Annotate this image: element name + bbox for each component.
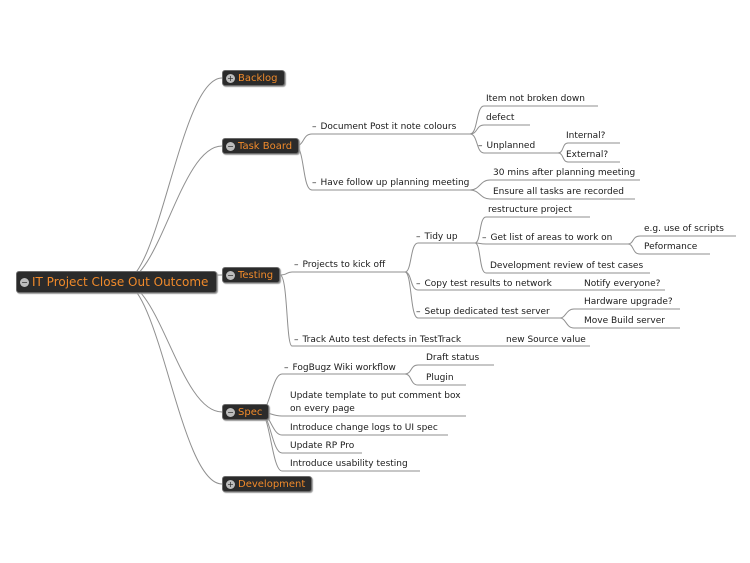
topic-unplanned[interactable]: –Unplanned	[478, 141, 536, 151]
topic-setup-server[interactable]: –Setup dedicated test server	[416, 307, 550, 317]
collapse-icon[interactable]: −	[226, 141, 235, 151]
topic-track-auto[interactable]: –Track Auto test defects in TestTrack	[294, 335, 462, 345]
root-node-label: IT Project Close Out Outcome	[32, 275, 209, 289]
collapse-icon[interactable]: −	[226, 270, 235, 280]
topic-new-source[interactable]: new Source value	[506, 335, 586, 345]
branch-backlog-label: Backlog	[238, 72, 278, 84]
topic-restructure[interactable]: restructure project	[488, 205, 572, 215]
root-node[interactable]: − IT Project Close Out Outcome	[16, 271, 218, 293]
topic-internal[interactable]: Internal?	[566, 131, 606, 141]
topic-update-rp[interactable]: Update RP Pro	[290, 441, 355, 451]
topic-item-not-broken[interactable]: Item not broken down	[486, 94, 585, 104]
topic-document-post-it[interactable]: –Document Post it note colours	[312, 122, 457, 132]
topic-ensure-tasks[interactable]: Ensure all tasks are recorded	[493, 187, 624, 197]
topic-defect[interactable]: defect	[486, 113, 515, 123]
topic-thirty-mins[interactable]: 30 mins after planning meeting	[493, 168, 636, 178]
topic-dev-review[interactable]: Development review of test cases	[490, 261, 644, 271]
topic-usability[interactable]: Introduce usability testing	[290, 459, 408, 469]
expand-icon[interactable]: +	[226, 73, 235, 83]
topic-hardware-upgrade[interactable]: Hardware upgrade?	[584, 297, 673, 307]
branch-testing-label: Testing	[238, 269, 274, 281]
topic-move-build[interactable]: Move Build server	[584, 316, 665, 326]
branch-spec[interactable]: − Spec	[222, 404, 270, 420]
topic-copy-results[interactable]: –Copy test results to network	[416, 279, 552, 289]
topic-plugin[interactable]: Plugin	[426, 373, 454, 383]
branch-backlog[interactable]: + Backlog	[222, 70, 285, 86]
topic-follow-up[interactable]: –Have follow up planning meeting	[312, 178, 470, 188]
branch-task-board[interactable]: − Task Board	[222, 138, 300, 154]
topic-use-of-scripts[interactable]: e.g. use of scripts	[644, 224, 724, 234]
branch-development-label: Development	[238, 478, 306, 490]
topic-projects-kick-off[interactable]: –Projects to kick off	[294, 260, 386, 270]
branch-spec-label: Spec	[238, 406, 263, 418]
collapse-icon[interactable]: −	[226, 407, 235, 417]
topic-draft-status[interactable]: Draft status	[426, 353, 480, 363]
topic-tidy-up[interactable]: –Tidy up	[416, 232, 458, 242]
expand-icon[interactable]: +	[226, 479, 235, 489]
topic-notify[interactable]: Notify everyone?	[584, 279, 661, 289]
branch-development[interactable]: + Development	[222, 476, 313, 492]
branch-testing[interactable]: − Testing	[222, 267, 281, 283]
topic-get-list[interactable]: –Get list of areas to work on	[482, 233, 613, 243]
topic-fogbugz[interactable]: –FogBugz Wiki workflow	[284, 363, 396, 373]
collapse-icon[interactable]: −	[20, 277, 29, 287]
branch-task-board-label: Task Board	[238, 140, 293, 152]
topic-performance[interactable]: Peformance	[644, 242, 698, 252]
topic-update-template[interactable]: Update template to put comment box on ev…	[290, 391, 461, 414]
topic-external[interactable]: External?	[566, 150, 609, 160]
topic-change-logs[interactable]: Introduce change logs to UI spec	[290, 423, 438, 433]
